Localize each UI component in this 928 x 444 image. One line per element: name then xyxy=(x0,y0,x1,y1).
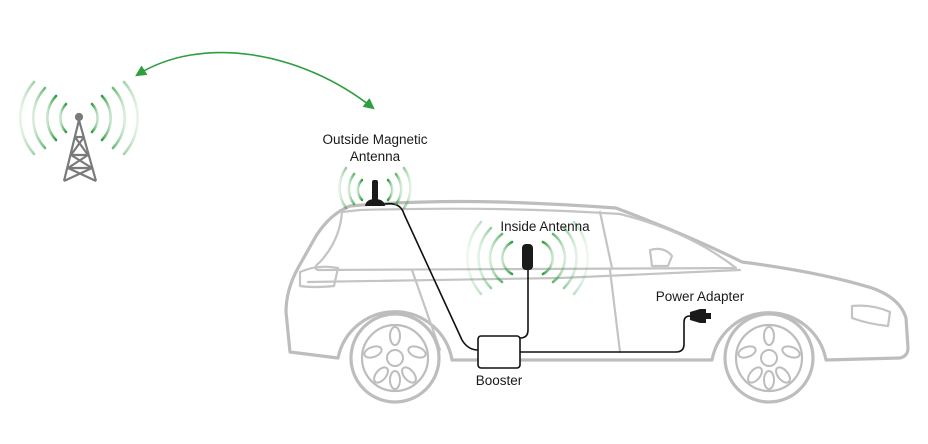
cables xyxy=(379,202,691,353)
outside-antenna-label-line2: Antenna xyxy=(350,149,401,164)
power-plug-icon xyxy=(690,309,711,323)
front-wheel xyxy=(723,312,815,404)
magnetic-antenna-icon xyxy=(338,166,412,210)
inside-antenna-icon xyxy=(466,220,589,296)
booster-box-icon xyxy=(477,335,521,369)
rear-wheel xyxy=(349,312,441,404)
booster-label: Booster xyxy=(476,373,523,388)
tower-signal-waves xyxy=(19,80,139,156)
cell-tower-icon xyxy=(19,80,139,182)
power-adapter-label: Power Adapter xyxy=(656,289,745,304)
car-outline xyxy=(284,199,910,362)
inside-antenna-label: Inside Antenna xyxy=(500,219,590,234)
two-way-arrow-icon xyxy=(135,51,375,110)
outside-antenna-label: Outside Magnetic xyxy=(322,132,427,147)
